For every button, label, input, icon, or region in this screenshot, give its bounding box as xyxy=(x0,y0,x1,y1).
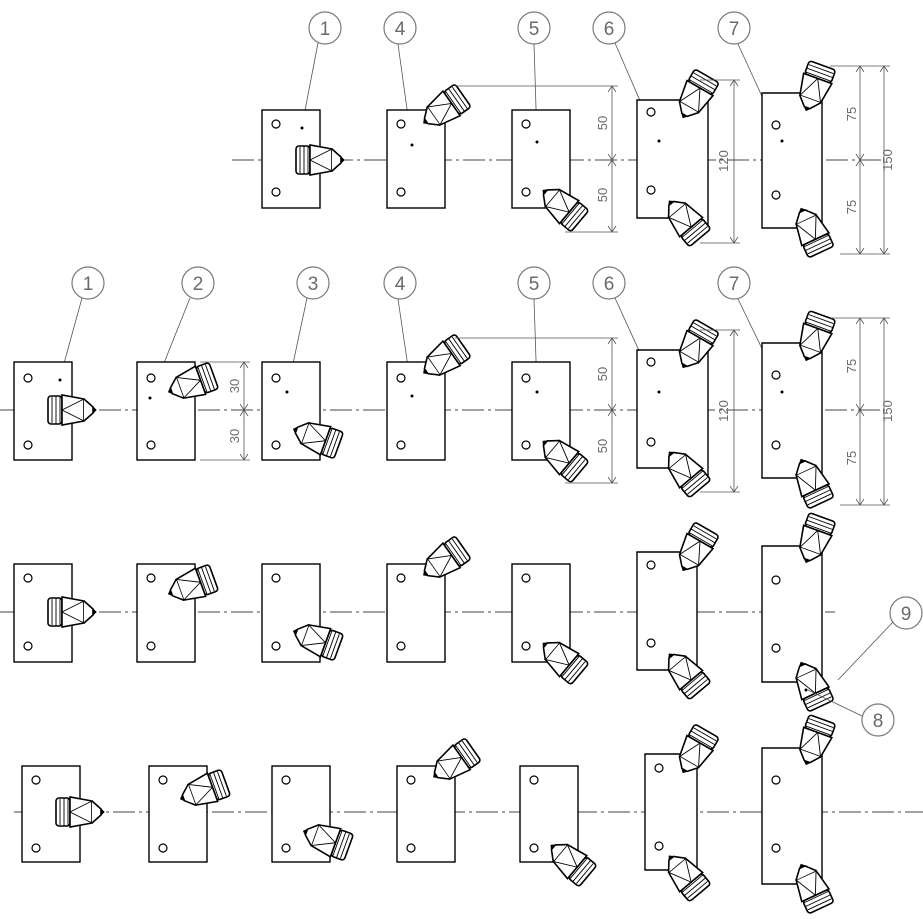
balloon-label: 9 xyxy=(901,604,912,625)
balloon-3: 3 xyxy=(296,266,330,300)
balloon-1: 1 xyxy=(71,266,105,300)
dimension-label: 75 xyxy=(844,107,859,121)
dimension-label: 75 xyxy=(844,451,859,465)
holder-4 xyxy=(386,82,473,209)
holder-2 xyxy=(136,562,220,663)
holder-1 xyxy=(261,109,345,209)
balloon-label: 5 xyxy=(529,19,540,40)
row-2: 1 2 3 4 5 6 7 xyxy=(0,266,895,511)
holder-6 xyxy=(636,67,721,249)
balloon-8: 8 xyxy=(861,703,895,737)
balloon-6: 6 xyxy=(592,11,626,45)
balloon-5: 5 xyxy=(517,266,551,300)
dimension-label: 50 xyxy=(595,367,610,381)
row-4 xyxy=(14,713,923,916)
balloon-5: 5 xyxy=(517,11,551,45)
dimension-label: 50 xyxy=(595,116,610,130)
holder-5 xyxy=(511,563,591,687)
holder-5 xyxy=(511,361,591,485)
balloon-label: 7 xyxy=(729,19,740,40)
balloon-2: 2 xyxy=(181,266,215,300)
holder-4 xyxy=(386,534,473,663)
balloon-label: 1 xyxy=(320,19,331,40)
balloon-1: 1 xyxy=(308,11,342,45)
dimensions-row-1: 50 50 120 75 75 150 xyxy=(455,65,895,255)
balloon-7: 7 xyxy=(717,11,751,45)
dimensions-row-2: 30 30 50 50 120 75 75 150 xyxy=(200,317,895,506)
dimension-label: 50 xyxy=(595,188,610,202)
holder-2 xyxy=(136,360,220,461)
holder-1 xyxy=(13,361,97,461)
dimension-label: 30 xyxy=(227,429,242,443)
balloon-label: 3 xyxy=(308,274,319,295)
row-1: 1 4 5 6 7 xyxy=(232,11,895,260)
dimension-label: 75 xyxy=(844,200,859,214)
dimension-label: 30 xyxy=(227,379,242,393)
holder-5 xyxy=(519,765,599,889)
balloon-label: 4 xyxy=(395,19,406,40)
holder-6 xyxy=(644,722,721,904)
holder-3 xyxy=(261,361,345,461)
holder-1 xyxy=(21,765,105,863)
holder-3 xyxy=(271,765,355,863)
balloon-4: 4 xyxy=(383,266,417,300)
holder-2 xyxy=(148,765,232,863)
holder-3 xyxy=(261,563,345,663)
holder-7 xyxy=(761,59,838,260)
balloon-label: 1 xyxy=(83,274,94,295)
holder-1 xyxy=(13,563,97,663)
holder-7 xyxy=(761,511,838,714)
dimension-label: 150 xyxy=(880,400,895,422)
dimension-label: 120 xyxy=(716,400,731,422)
balloon-7: 7 xyxy=(717,266,751,300)
holder-4 xyxy=(386,332,473,461)
holder-7 xyxy=(761,309,838,511)
holder-6 xyxy=(636,520,721,702)
balloon-6: 6 xyxy=(592,266,626,300)
balloon-label: 5 xyxy=(529,274,540,295)
balloon-label: 6 xyxy=(604,19,615,40)
row-3: 9 8 xyxy=(0,511,923,737)
holder-6 xyxy=(636,317,721,500)
balloon-label: 4 xyxy=(395,274,406,295)
dimension-label: 120 xyxy=(716,150,731,172)
balloon-label: 7 xyxy=(729,274,740,295)
balloon-label: 6 xyxy=(604,274,615,295)
balloon-9: 9 xyxy=(889,596,923,630)
dimension-label: 75 xyxy=(844,359,859,373)
holder-4 xyxy=(396,736,483,863)
dimension-label: 150 xyxy=(880,149,895,171)
balloon-4: 4 xyxy=(383,11,417,45)
balloon-label: 2 xyxy=(193,274,204,295)
holder-7 xyxy=(761,713,838,916)
balloon-label: 8 xyxy=(873,711,884,732)
holder-5 xyxy=(511,109,591,234)
dimension-label: 50 xyxy=(595,439,610,453)
